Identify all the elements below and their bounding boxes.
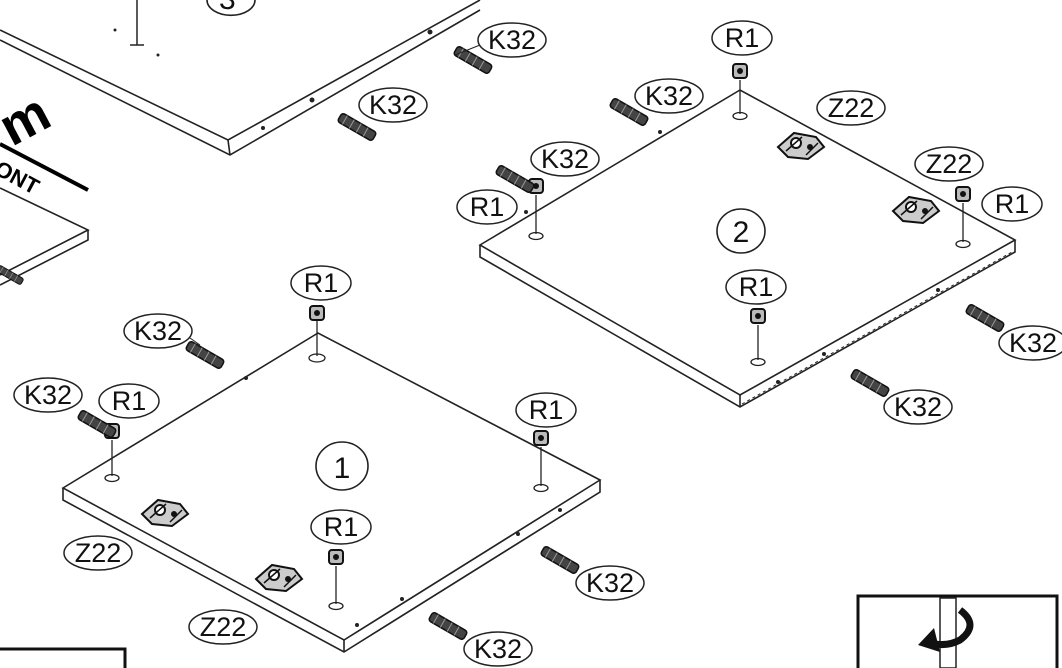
svg-text:K32: K32 (541, 144, 589, 174)
svg-text:K32: K32 (645, 81, 693, 111)
callout-p2-z22-a: Z22 (816, 90, 886, 126)
left-panel-partial (0, 187, 90, 286)
svg-text:R1: R1 (725, 23, 760, 53)
svg-text:K32: K32 (586, 568, 634, 598)
callout-p1-r1-top: R1 (290, 265, 352, 301)
callout-p2-k32-c: K32 (998, 325, 1062, 361)
callout-p2-k32-a: K32 (634, 78, 704, 114)
svg-text:R1: R1 (529, 395, 564, 425)
panel-1-number: 1 (334, 452, 351, 485)
rotate-arrow-icon (918, 597, 974, 668)
callout-top-b: K32 (358, 87, 428, 123)
callout-p1-k32-d: K32 (463, 631, 533, 667)
callout-p2-k32-d: K32 (883, 389, 953, 425)
panel-1: 1 (61, 332, 602, 653)
heading-partial: m (0, 82, 60, 158)
callout-p1-k32-a: K32 (123, 313, 201, 349)
callout-p2-r1-front: R1 (725, 269, 787, 305)
top-panel-number: 3 (219, 0, 236, 16)
svg-text:Z22: Z22 (75, 538, 122, 568)
svg-text:Z22: Z22 (200, 612, 247, 642)
svg-text:K32: K32 (134, 316, 182, 346)
callout-p2-k32-b: K32 (530, 141, 600, 177)
svg-text:R1: R1 (739, 272, 774, 302)
callout-top-a: K32 (454, 22, 547, 58)
svg-text:R1: R1 (304, 268, 339, 298)
panel-2-number: 2 (733, 216, 750, 249)
callout-p1-z22-b: Z22 (188, 609, 258, 645)
callout-p2-r1-left: R1 (456, 189, 518, 225)
svg-text:Z22: Z22 (926, 149, 973, 179)
svg-text:K32: K32 (894, 392, 942, 422)
svg-text:R1: R1 (470, 192, 505, 222)
callout-p1-z22-a: Z22 (63, 535, 133, 571)
rotate-instruction-box (856, 594, 1059, 668)
callout-p1-k32-c: K32 (575, 565, 645, 601)
callout-p1-r1-right: R1 (515, 392, 577, 428)
svg-text:K32: K32 (369, 90, 417, 120)
callout-p1-r1-left: R1 (98, 383, 160, 419)
panel-2: 2 (478, 89, 1017, 408)
svg-text:K32: K32 (474, 634, 522, 664)
bottom-left-box-partial (0, 647, 127, 668)
svg-text:R1: R1 (112, 386, 147, 416)
svg-text:Z22: Z22 (828, 93, 875, 123)
svg-text:K32: K32 (488, 25, 536, 55)
callout-p1-r1-front: R1 (310, 509, 372, 545)
svg-text:K32: K32 (1009, 328, 1057, 358)
svg-text:K32: K32 (24, 380, 72, 410)
callout-p2-r1-top: R1 (711, 20, 773, 56)
callout-p1-k32-b: K32 (13, 377, 83, 413)
svg-text:R1: R1 (324, 512, 359, 542)
svg-text:R1: R1 (995, 189, 1030, 219)
callout-p2-z22-b: Z22 (914, 146, 984, 182)
callout-p2-r1-right: R1 (981, 186, 1043, 222)
top-panel-partial: 3 (0, 0, 481, 156)
